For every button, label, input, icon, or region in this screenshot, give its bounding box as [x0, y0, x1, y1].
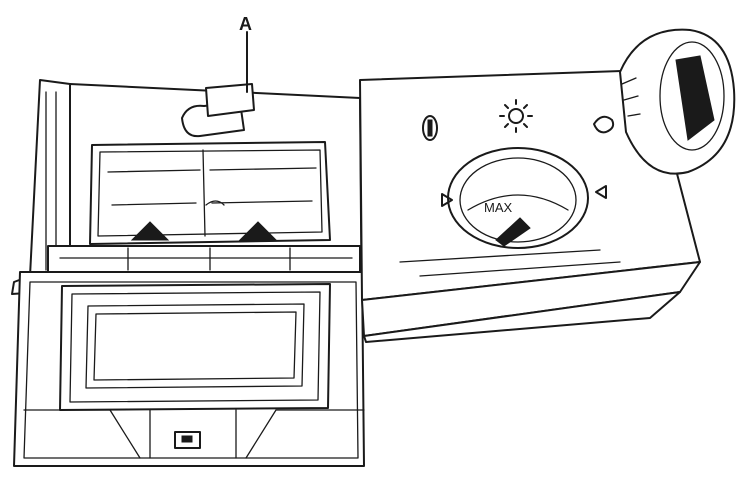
indicator-mark [427, 119, 433, 137]
rinse-aid-cap [619, 28, 736, 175]
rinse-lines [399, 249, 621, 277]
open-lid [13, 271, 365, 467]
lid-tray-floor-inner [93, 311, 297, 381]
upper-compartment [89, 141, 331, 245]
upper-compartment-inner [97, 149, 323, 237]
rinse-base [363, 291, 681, 343]
dial-arrow-right [595, 185, 607, 199]
lid-frame-inner [23, 281, 359, 459]
latch-catch [181, 435, 193, 443]
dial-label-max: MAX [484, 200, 513, 215]
dial-arc [467, 194, 569, 211]
indicator-window-icon [422, 115, 438, 141]
compartment-step [111, 200, 313, 206]
callout-label-a: A [239, 14, 252, 34]
cap-body [619, 28, 736, 175]
cap-grip [675, 55, 715, 141]
hinge-segments [127, 247, 291, 271]
drain-fin-right [238, 221, 278, 241]
dial-inner [459, 157, 577, 243]
lid-rib-center [149, 409, 237, 459]
drain-fin-left [130, 221, 170, 241]
sun-icon [499, 99, 533, 133]
lid-tray-floor [85, 303, 305, 389]
cap-face [659, 41, 725, 151]
cap-threads [621, 77, 641, 117]
lid-ribs [23, 409, 365, 459]
lever-tab [205, 83, 255, 117]
compartment-hook [205, 200, 225, 206]
dial-arrow-left [441, 193, 453, 207]
compartment-ridge [107, 167, 317, 173]
lid-hinge [47, 245, 361, 273]
lid-tray-rim [69, 291, 321, 403]
lever-a: A [181, 14, 255, 138]
cap-icon [593, 115, 615, 134]
dial-pointer [495, 217, 531, 247]
rinse-aid-unit: MAX [359, 69, 701, 343]
lid-tray [59, 283, 331, 411]
compartment-divider [202, 149, 206, 237]
